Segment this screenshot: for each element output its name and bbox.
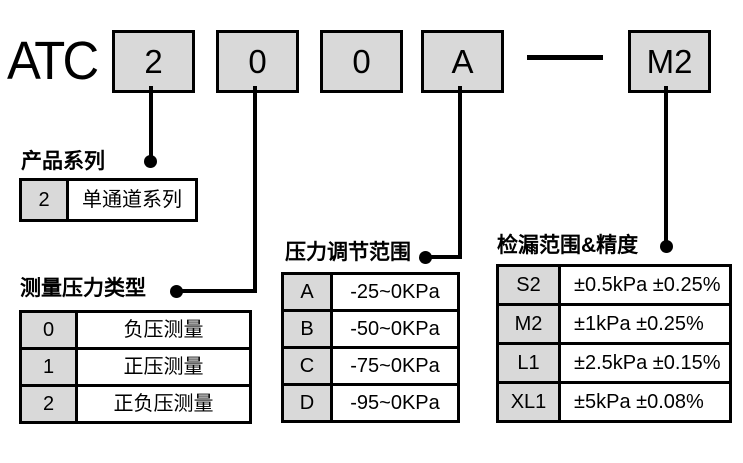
code-cell: 2 [22, 387, 75, 421]
desc-cell: -95~0KPa [333, 386, 457, 420]
code-cell: A [284, 275, 330, 309]
desc-cell: ±2.5kPa ±0.15% [561, 345, 729, 381]
series-table: 2 单通道系列 [19, 178, 198, 222]
code-cell: 0 [22, 313, 75, 347]
connector-dot-leak [660, 240, 673, 253]
model-segment-box-series: 2 [112, 30, 195, 93]
brand-text: ATC [7, 31, 99, 91]
code-cell: M2 [499, 306, 558, 342]
desc-cell: ±0.5kPa ±0.25% [561, 267, 729, 303]
code-cell: 2 [22, 181, 66, 219]
leak-accuracy-table: S2 ±0.5kPa ±0.25% M2 ±1kPa ±0.25% L1 ±2.… [496, 264, 732, 423]
section-title-series: 产品系列 [21, 150, 105, 173]
desc-cell: ±5kPa ±0.08% [561, 384, 729, 420]
section-title-leak-accuracy: 检漏范围&精度 [497, 234, 639, 257]
code-cell: B [284, 312, 330, 346]
desc-cell: -50~0KPa [333, 312, 457, 346]
model-segment-value: A [451, 43, 474, 80]
connector-line-series [149, 86, 153, 157]
connector-dot-range [419, 251, 432, 264]
model-suffix-value: M2 [646, 43, 693, 80]
code-cell: C [284, 349, 330, 383]
pressure-type-table: 0 负压测量 1 正压测量 2 正负压测量 [19, 310, 252, 424]
connector-line-range-vertical [458, 86, 462, 258]
model-segment-box-type: 0 [216, 30, 299, 93]
connector-line-leak [664, 86, 668, 242]
code-cell: S2 [499, 267, 558, 303]
connector-line-type-vertical [253, 86, 257, 293]
connector-line-type-horizontal [176, 289, 257, 293]
section-title-pressure-type: 测量压力类型 [20, 277, 146, 300]
desc-cell: 单通道系列 [69, 181, 195, 219]
desc-cell: 负压测量 [78, 313, 249, 347]
adjust-range-table: A -25~0KPa B -50~0KPa C -75~0KPa D -95~0… [281, 272, 460, 423]
code-cell: 1 [22, 350, 75, 384]
desc-cell: ±1kPa ±0.25% [561, 306, 729, 342]
code-cell: D [284, 386, 330, 420]
model-separator-dash [527, 55, 603, 60]
desc-cell: 正负压测量 [78, 387, 249, 421]
desc-cell: 正压测量 [78, 350, 249, 384]
connector-dot-type [170, 285, 183, 298]
section-title-adjust-range: 压力调节范围 [285, 241, 411, 264]
model-suffix-box: M2 [628, 30, 711, 93]
code-cell: L1 [499, 345, 558, 381]
model-segment-value: 0 [248, 43, 267, 80]
model-segment-box-range: A [421, 30, 504, 93]
connector-dot-series [144, 155, 157, 168]
desc-cell: -25~0KPa [333, 275, 457, 309]
desc-cell: -75~0KPa [333, 349, 457, 383]
connector-line-range-horizontal [426, 255, 462, 259]
model-segment-value: 2 [144, 43, 163, 80]
model-segment-box-reserved: 0 [320, 30, 403, 93]
model-segment-value: 0 [352, 43, 371, 80]
code-cell: XL1 [499, 384, 558, 420]
